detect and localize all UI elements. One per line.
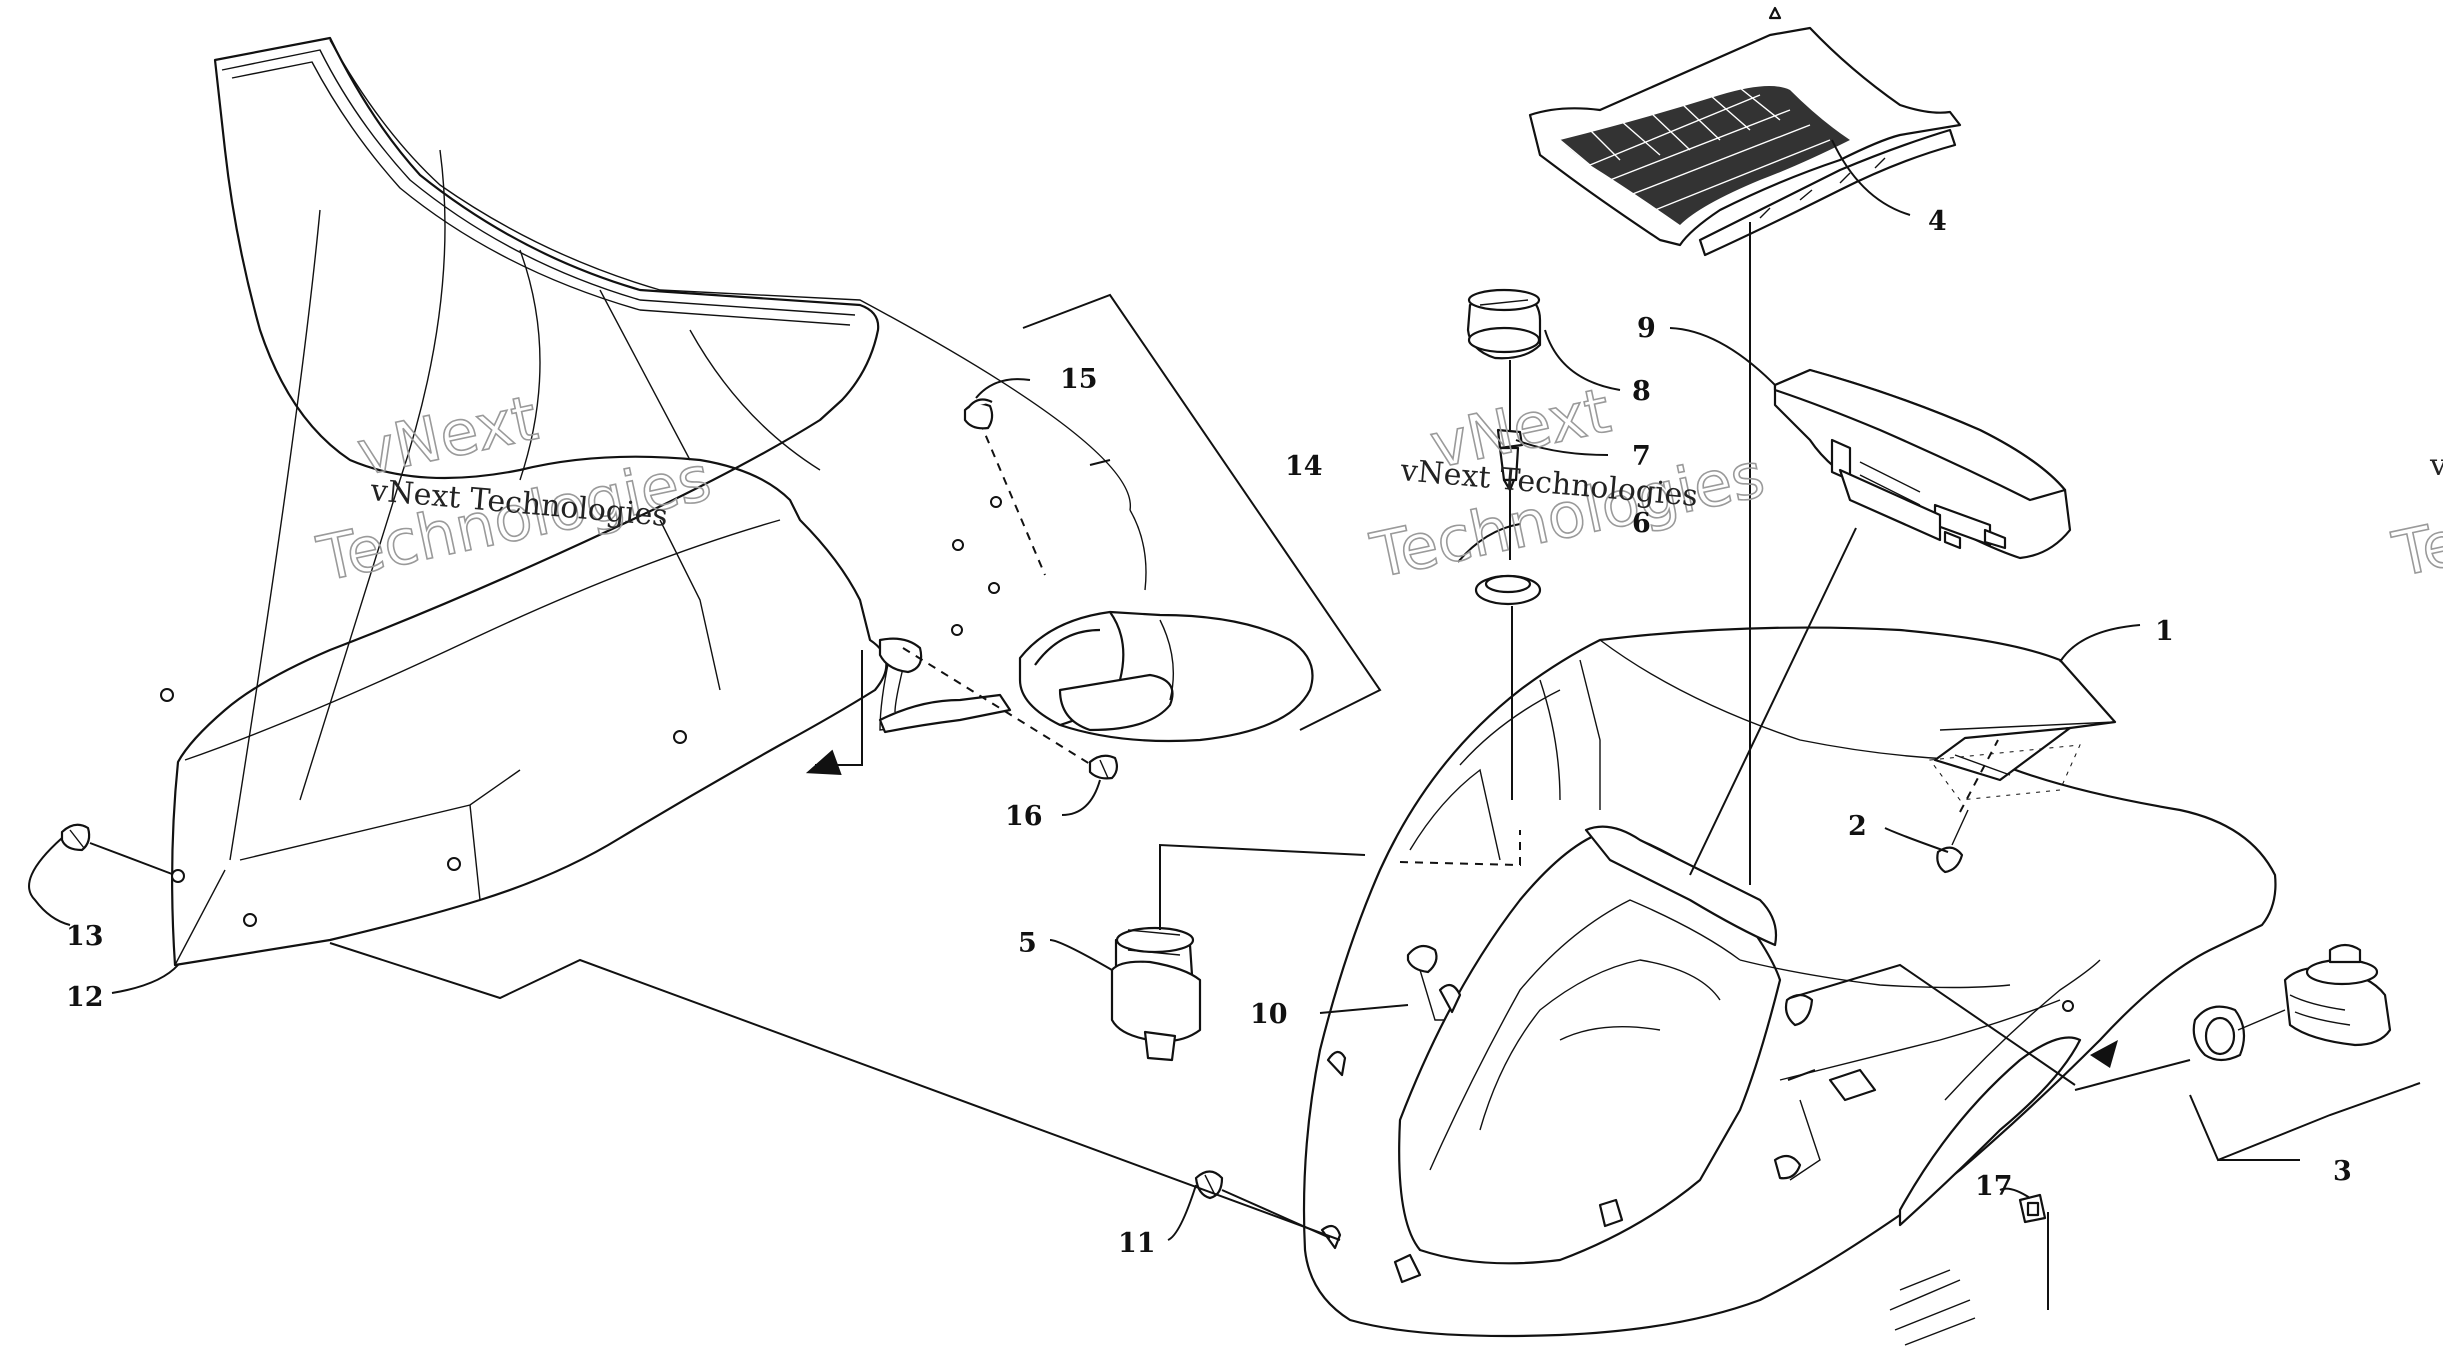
- screw-13-path: [89, 842, 173, 875]
- screw-13: [60, 823, 91, 852]
- callout-8: 8: [1632, 376, 1651, 407]
- callout-12: 12: [66, 982, 104, 1013]
- key-cap: [1466, 288, 1542, 360]
- mesh-tray: [1528, 6, 1962, 257]
- callout-16: 16: [1005, 801, 1043, 832]
- gauge-mount-line: [1787, 1069, 1816, 1081]
- callout-2: 2: [1848, 811, 1867, 842]
- windshield: [160, 36, 1002, 967]
- mount-arrow-icon: [805, 749, 842, 775]
- screw-10: [1406, 944, 1445, 1021]
- power-socket: [2192, 943, 2392, 1062]
- switch-leader: [1159, 843, 1366, 930]
- watermark-line-right: vNext: [2429, 448, 2443, 483]
- callout-9: 9: [1637, 313, 1656, 344]
- hood: [1302, 626, 2277, 1346]
- callout-4: 4: [1928, 206, 1947, 237]
- callout-5: 5: [1018, 928, 1037, 959]
- socket-arrow-icon: [2090, 1040, 2118, 1068]
- callout-3: 3: [2333, 1156, 2352, 1187]
- gauge: [1773, 368, 2072, 560]
- socket-leader: [2074, 1059, 2191, 1091]
- ignition-switch: [1110, 926, 1202, 1062]
- callout-7: 7: [1632, 441, 1651, 472]
- side-vent-line: [1789, 963, 2076, 1086]
- callout-10: 10: [1250, 999, 1288, 1030]
- screw-15-path: [979, 421, 1046, 576]
- screw-2: [1936, 809, 1969, 874]
- screw-2-path: [1959, 739, 1999, 813]
- callout-15: 15: [1060, 364, 1098, 395]
- callout-11: 11: [1118, 1228, 1156, 1259]
- callout-leaders: [28, 139, 2300, 1241]
- key: [1496, 428, 1524, 492]
- socket-bracket: [2189, 1082, 2421, 1162]
- mirror-assembly: [878, 610, 1314, 743]
- callout-labels: 1 2 3 4 5 6 7 8 9 10 11 12 13 14 15 16 1…: [66, 206, 2352, 1259]
- callout-13: 13: [66, 921, 104, 952]
- nut-17: [2018, 1193, 2047, 1224]
- callout-1: 1: [2155, 616, 2174, 647]
- key-nut: [1474, 574, 1542, 606]
- callout-17: 17: [1975, 1171, 2013, 1202]
- clip-11-path: [1221, 1189, 1331, 1239]
- clip-11-line: [329, 942, 1341, 1241]
- clip-11: [1194, 1170, 1224, 1200]
- gauge-center-line: [1689, 527, 1857, 876]
- mirror-bracket-line: [1022, 293, 1382, 731]
- screw-15: [963, 398, 994, 430]
- screw-16-path: [902, 647, 1091, 765]
- callout-14: 14: [1285, 451, 1323, 482]
- screw-16: [1088, 754, 1119, 780]
- callout-6: 6: [1632, 508, 1651, 539]
